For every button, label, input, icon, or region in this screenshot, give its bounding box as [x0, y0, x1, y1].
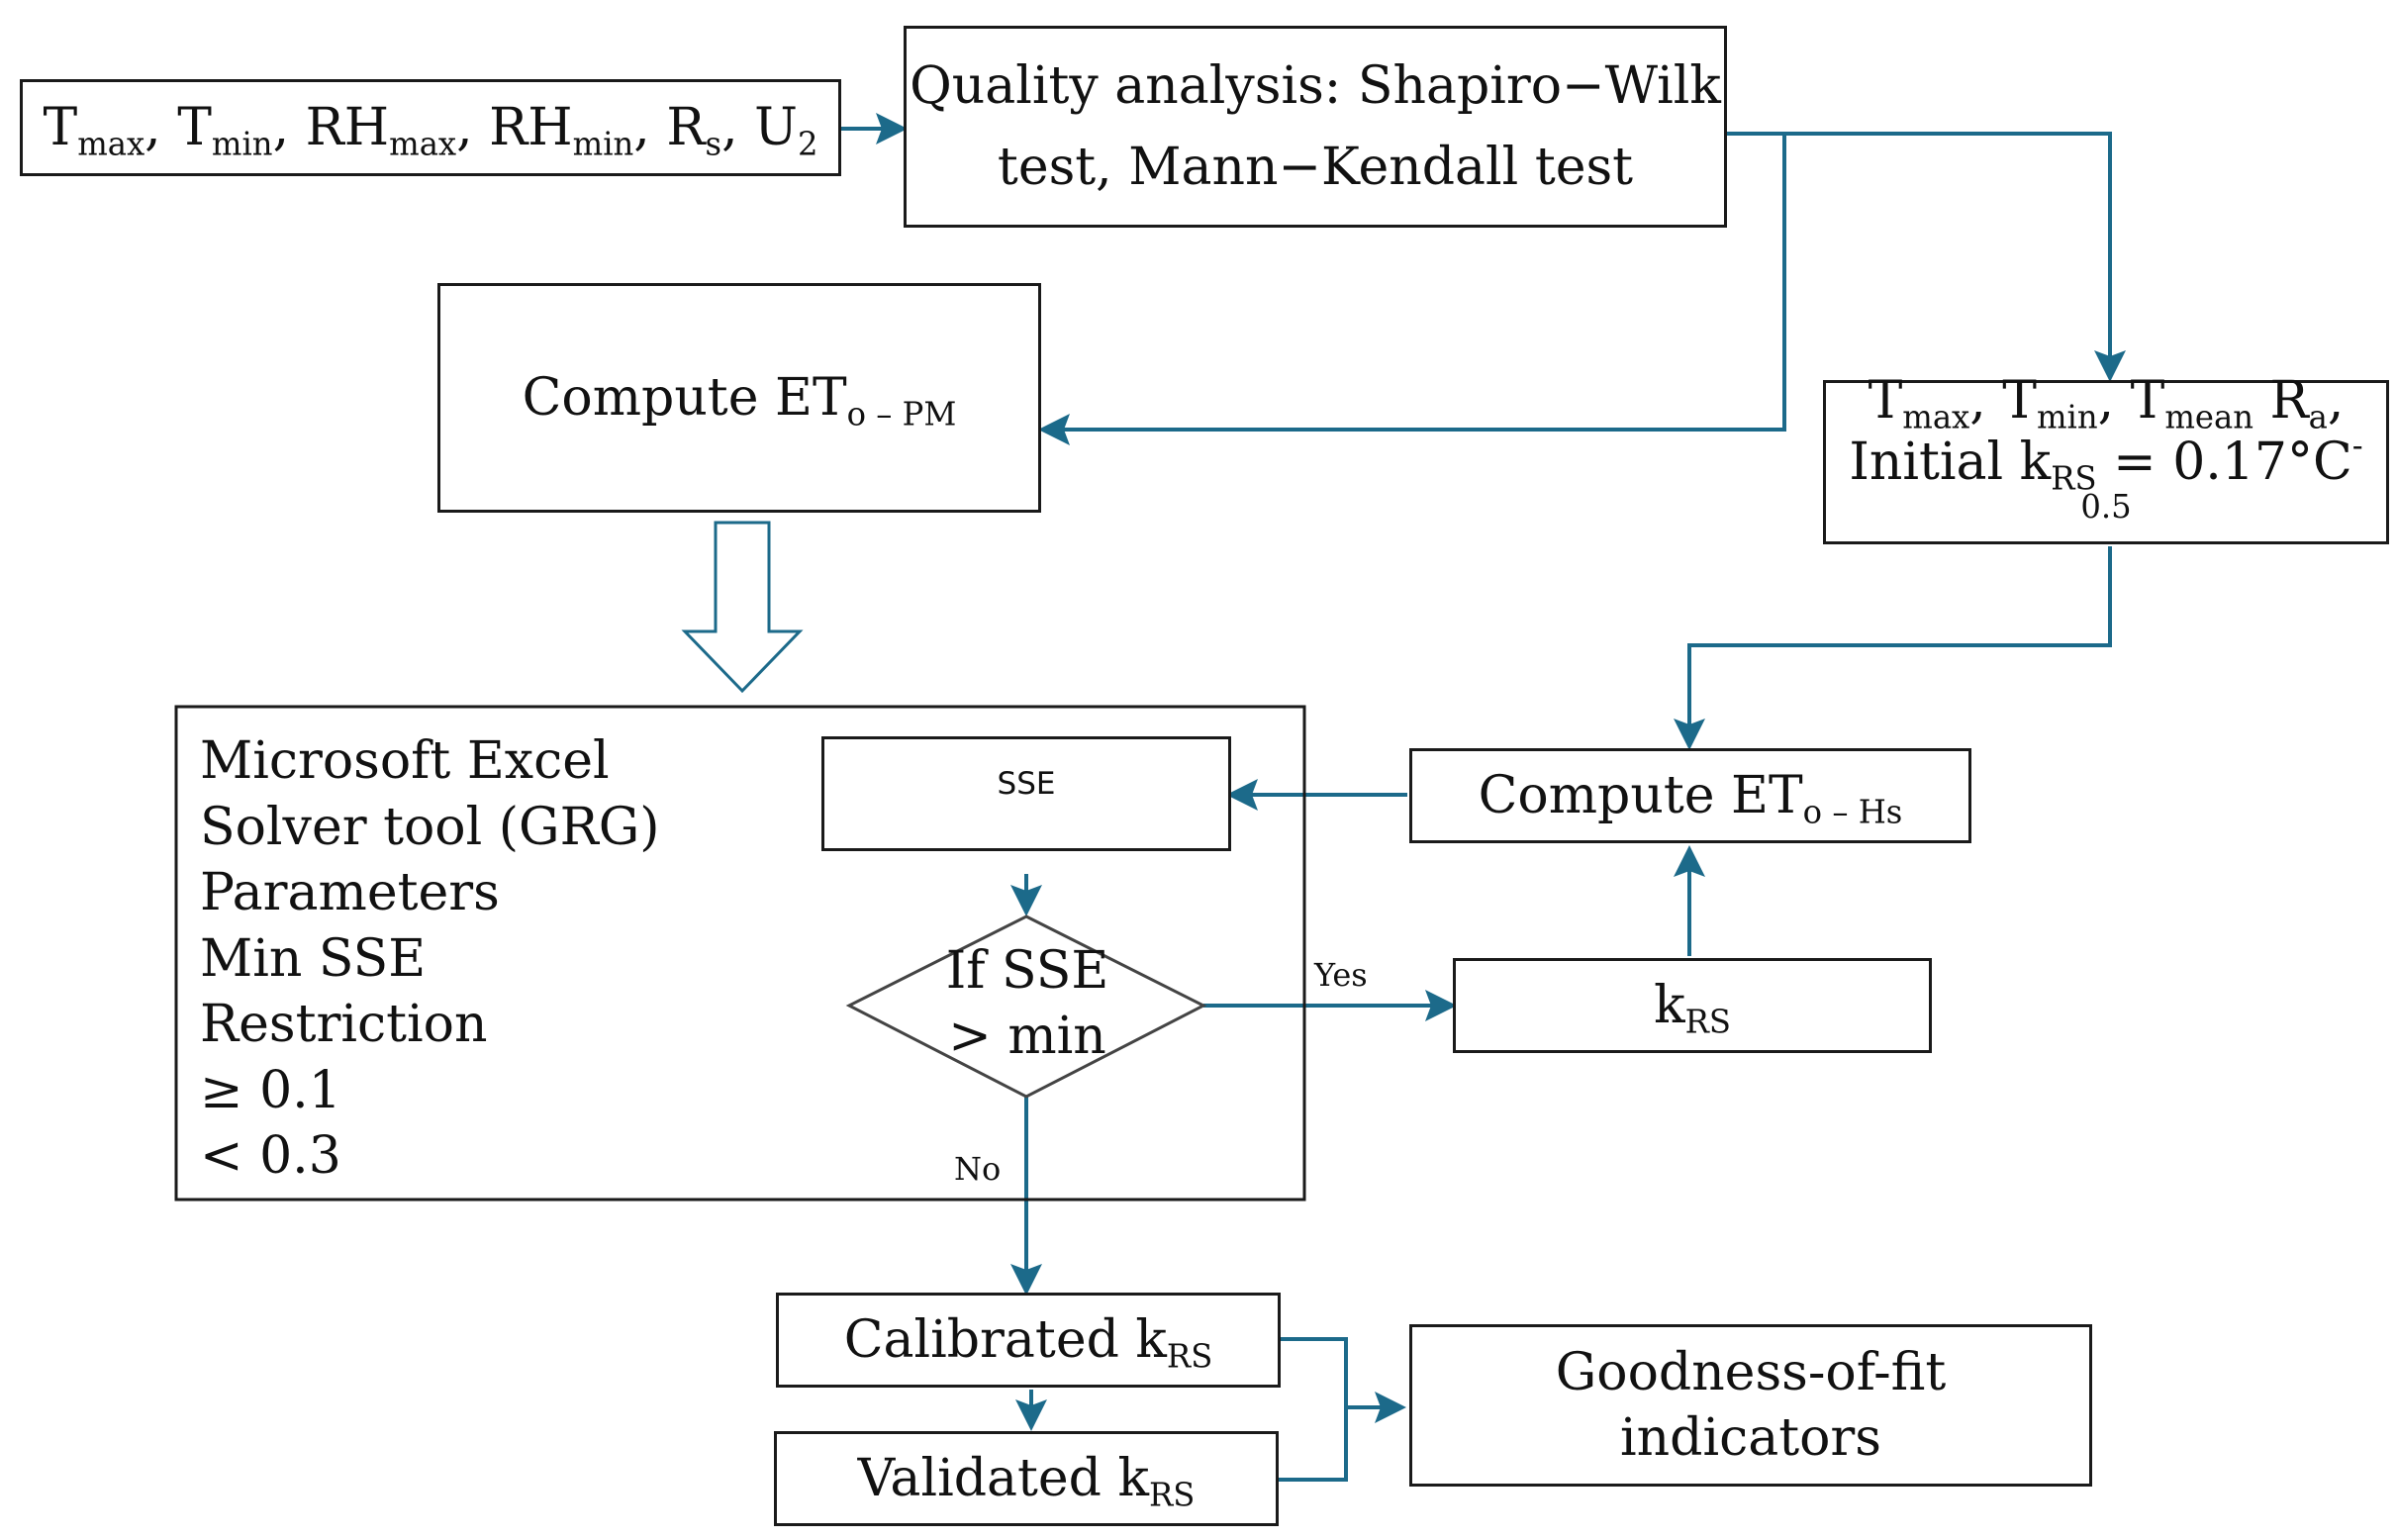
goodness-of-fit-label: Goodness-of-fit indicators	[1555, 1343, 1947, 1468]
inputs-label: Tmax, Tmin, RHmax, RHmin, Rs, U2	[43, 97, 818, 163]
connector-validated-to-merge	[1279, 1407, 1348, 1482]
compute-et-pm-box: Compute ETo – PM	[437, 283, 1041, 513]
solver-line-1: Microsoft Excel	[200, 731, 610, 791]
sse-box: SSE	[821, 736, 1231, 851]
connector-calibrated-to-merge	[1281, 1337, 1348, 1407]
calibrated-krs-box: Calibrated kRS	[776, 1293, 1281, 1388]
validated-krs-box: Validated kRS	[774, 1431, 1279, 1526]
solver-line-6: ≥ 0.1	[200, 1060, 341, 1120]
compute-et-hs-box: Compute ETo – Hs	[1409, 748, 1971, 843]
hollow-down-arrow	[681, 521, 804, 694]
solver-frame	[174, 705, 1306, 1202]
krs-label: kRS	[1654, 975, 1731, 1041]
arrow-quality-to-temp-inputs	[1727, 132, 2126, 382]
decision-label: If SSE > min	[945, 941, 1109, 1066]
quality-analysis-label: Quality analysis: Shapiro−Wilk test, Man…	[910, 56, 1721, 197]
temperature-inputs-box: Tmax, Tmin, Tmean Ra, Initial kRS = 0.17…	[1823, 371, 2389, 544]
temperature-inputs-label: Tmax, Tmin, Tmean Ra, Initial kRS = 0.17…	[1849, 371, 2363, 526]
solver-line-3: Parameters	[200, 863, 500, 922]
solver-line-7: < 0.3	[200, 1126, 341, 1186]
solver-line-5: Restriction	[200, 995, 488, 1054]
no-label: No	[954, 1150, 1002, 1188]
quality-analysis-box: Quality analysis: Shapiro−Wilk test, Man…	[904, 26, 1727, 228]
solver-line-2: Solver tool (GRG)	[200, 797, 660, 857]
solver-line-4: Min SSE	[200, 928, 427, 989]
calibrated-krs-label: Calibrated kRS	[843, 1309, 1213, 1376]
sse-label: SSE	[997, 766, 1056, 802]
compute-et-pm-label: Compute ETo – PM	[522, 367, 957, 433]
goodness-of-fit-box: Goodness-of-fit indicators	[1409, 1324, 2092, 1487]
krs-box: kRS	[1453, 958, 1932, 1053]
arrow-temp-inputs-to-compute-hs	[1674, 546, 2112, 750]
yes-label: Yes	[1314, 956, 1368, 994]
compute-et-hs-label: Compute ETo – Hs	[1478, 765, 1903, 831]
solver-settings-text: Microsoft Excel Solver tool (GRG) Parame…	[200, 728, 660, 1190]
validated-krs-label: Validated kRS	[857, 1448, 1196, 1514]
decision-diamond	[845, 914, 1207, 1099]
inputs-box: Tmax, Tmin, RHmax, RHmin, Rs, U2	[20, 79, 841, 176]
